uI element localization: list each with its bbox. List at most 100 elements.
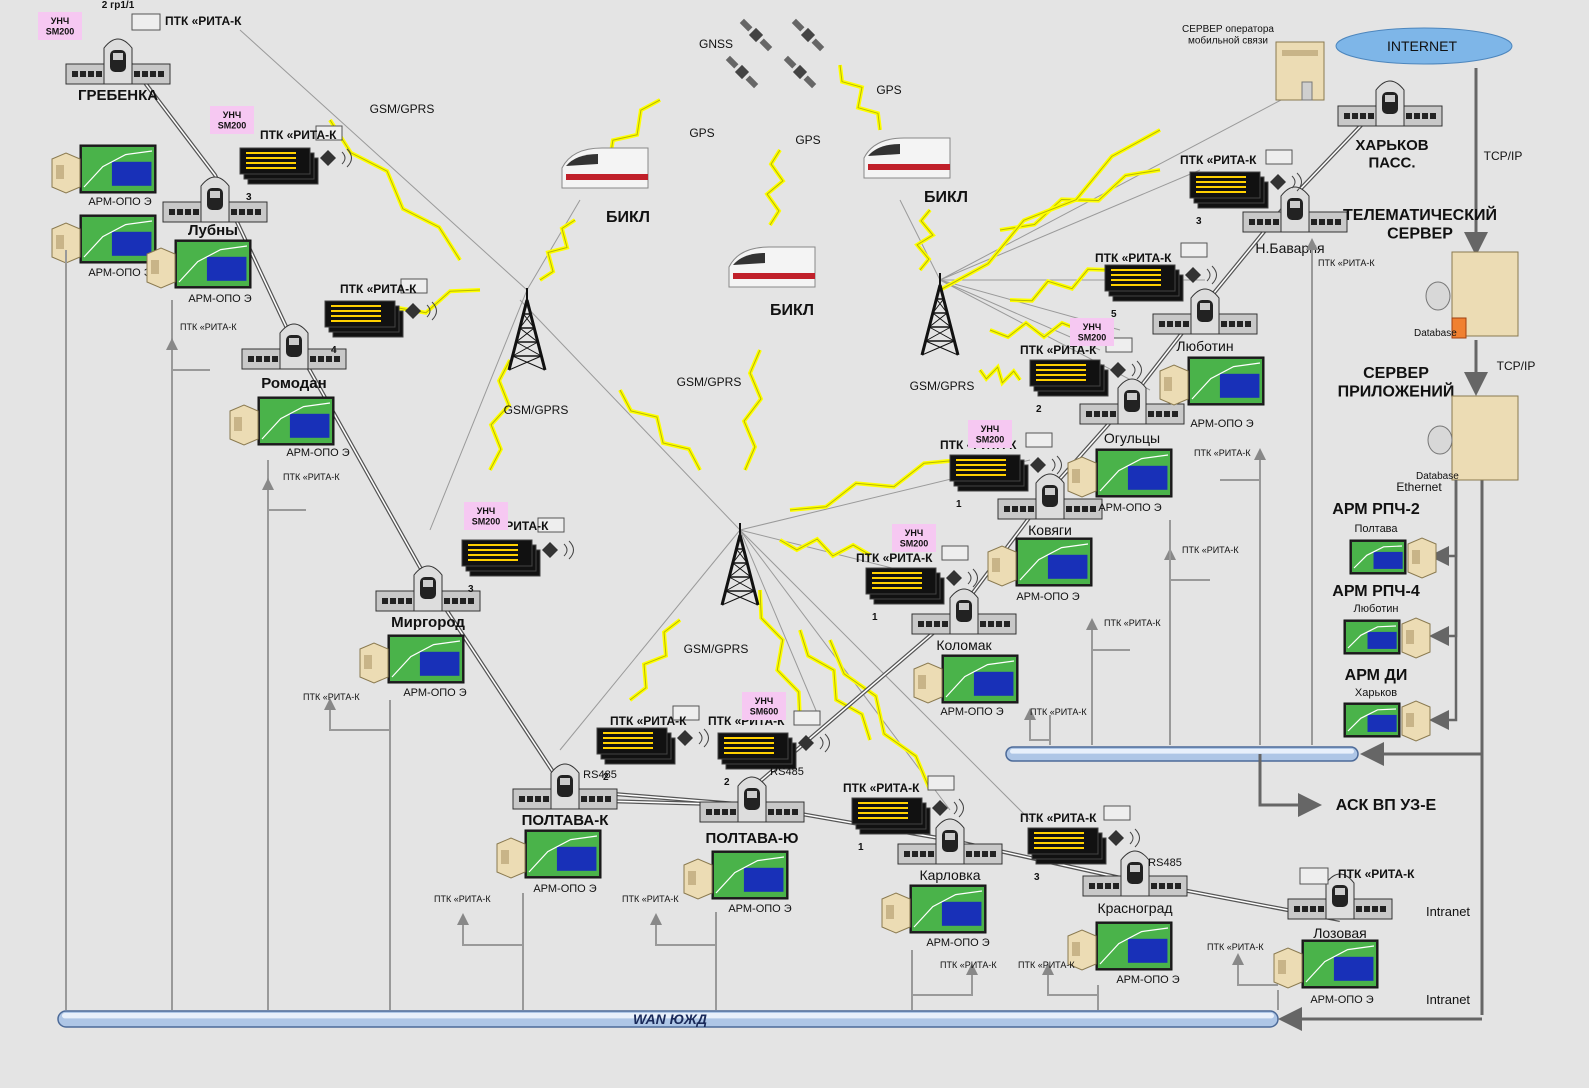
station-window: [1221, 321, 1227, 327]
pc-drive: [1072, 469, 1080, 483]
ptk-unit: 2: [717, 710, 830, 788]
satellite-panel: [725, 55, 739, 69]
train-window: [113, 53, 123, 60]
station-name: ПОЛТАВА-Ю: [705, 830, 798, 847]
station-window: [535, 796, 541, 802]
train-icon: [561, 147, 649, 189]
bikl-label: БИКЛ: [770, 302, 814, 319]
ptk-led-row: [1196, 191, 1246, 193]
ptk-led-row: [331, 320, 381, 322]
unch-label: SM200: [976, 434, 1005, 444]
train-window: [747, 791, 757, 798]
ptk-title: ПТК «РИТА-К: [260, 128, 337, 142]
pc-case: [1273, 947, 1303, 989]
station-grebenka: ГРЕБЕНКА: [65, 38, 171, 104]
ptk-count: 3: [1196, 216, 1202, 227]
monitor-panel: [1367, 714, 1397, 732]
ptk-led-row: [1111, 279, 1161, 281]
ptk-unit: 1: [865, 545, 978, 623]
bikl-label: БИКЛ: [606, 209, 650, 226]
ptk-antenna-icon: [542, 542, 558, 558]
station-window: [1164, 411, 1170, 417]
cell-tower-icon: [720, 523, 760, 606]
ptk-led-row: [1196, 186, 1246, 188]
ptk-small-label: ПТК «РИТА-К: [1182, 545, 1239, 555]
station-window: [1311, 219, 1317, 225]
train-window: [1200, 303, 1210, 310]
arm-place: Люботин: [1354, 603, 1399, 615]
ptk-antenna-icon: [1185, 267, 1201, 283]
train-window: [566, 154, 598, 166]
tower-brace: [928, 326, 955, 342]
station-window: [1310, 906, 1316, 912]
pc-icon: [1067, 456, 1097, 498]
server-drive: [1282, 50, 1318, 56]
monitor-track: [83, 150, 153, 188]
station-window: [264, 356, 270, 362]
mobile-phone-icon: [1301, 81, 1313, 101]
unch-label: SM600: [750, 706, 779, 716]
tower-brace: [508, 355, 542, 371]
pc-drive: [1406, 713, 1414, 727]
pc-case: [51, 152, 81, 194]
satellite-body: [800, 27, 816, 43]
ptk-title: ПТК «РИТА-К: [1338, 867, 1415, 881]
ptk-wave-icon: [953, 798, 964, 818]
train-window: [423, 580, 433, 587]
station-window: [928, 851, 934, 857]
station-window: [1245, 321, 1251, 327]
monitor-track: [913, 890, 983, 928]
satellite-icon: [791, 18, 825, 52]
ptk-wave-icon: [1129, 828, 1140, 848]
ptk-radio-box: [315, 125, 343, 141]
station-window: [444, 598, 450, 604]
ptk-count: 5: [1111, 309, 1117, 320]
pc-case: [683, 858, 713, 900]
station-window: [920, 851, 926, 857]
station-window: [272, 356, 278, 362]
ptk-antenna-icon: [1030, 457, 1046, 473]
station-window: [134, 71, 140, 77]
pc-drive: [56, 165, 64, 179]
train-body: [863, 137, 951, 179]
unch-box: [464, 502, 508, 530]
station-window: [382, 598, 388, 604]
ptk-title: ПТК «РИТА-К: [610, 714, 687, 728]
monitor-track: [83, 220, 153, 258]
station-window: [193, 209, 199, 215]
lightning-bolt-edge: [743, 349, 762, 471]
database-icon: [1425, 281, 1451, 311]
pc-icon: [51, 222, 81, 264]
station-window: [1294, 906, 1300, 912]
gsm-label: GSM/GPRS: [910, 379, 975, 393]
station-window: [904, 851, 910, 857]
unch-box: [968, 420, 1012, 448]
arm-monitor-icon: [524, 829, 602, 879]
ptk-small-label: ПТК «РИТА-К: [303, 692, 360, 702]
ptk-radio-box: [400, 278, 428, 294]
station-window: [1097, 883, 1103, 889]
tower-brace: [519, 313, 531, 329]
tower-brace: [512, 355, 546, 371]
rs485-label: RS485: [583, 769, 617, 781]
station-window: [974, 851, 980, 857]
station-window: [326, 356, 332, 362]
station-window: [1082, 506, 1088, 512]
radio-link: [429, 289, 528, 531]
ptk-led-row: [872, 572, 922, 574]
pc-icon: [1407, 537, 1437, 579]
tower-brace: [732, 548, 744, 564]
ptk-board: [596, 727, 668, 755]
radio-link: [739, 529, 821, 721]
station-window: [1156, 411, 1162, 417]
ptk-branch: [166, 338, 210, 371]
ptk-led-row: [246, 167, 296, 169]
database-label: Database: [1416, 471, 1459, 482]
ptk-antenna-icon: [798, 735, 814, 751]
gps-label: GPS: [795, 133, 820, 147]
ptk-radio-box: [1265, 149, 1293, 165]
unch-label: SM200: [900, 538, 929, 548]
